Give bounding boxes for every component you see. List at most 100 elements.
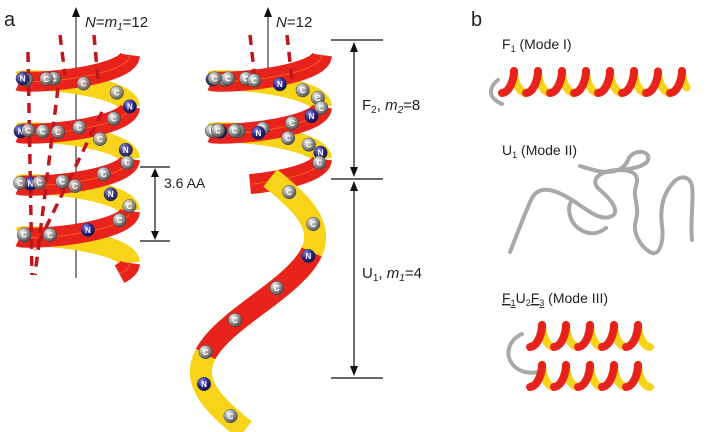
atom-symbol: N bbox=[277, 80, 283, 89]
hbond-dash bbox=[285, 34, 294, 81]
atom-symbol: N bbox=[18, 127, 24, 136]
pitch-bracket bbox=[140, 166, 170, 242]
carbon-atom: C bbox=[72, 120, 87, 135]
folded-segment-label: F2, m2=8 bbox=[362, 97, 420, 116]
atom-symbol: C bbox=[215, 126, 221, 135]
atom-symbol: C bbox=[101, 170, 107, 179]
carbon-atom: C bbox=[306, 216, 321, 231]
right-axis-arrowhead bbox=[264, 7, 272, 17]
mode-3-helix-bottom bbox=[526, 361, 654, 391]
carbon-atom: C bbox=[284, 116, 299, 131]
nitrogen-atom: N bbox=[15, 71, 30, 86]
carbon-atom: C bbox=[227, 123, 242, 138]
mode-3-helix-bottom-front bbox=[598, 361, 618, 391]
atom-symbol: C bbox=[318, 104, 324, 113]
hbond-dash bbox=[248, 34, 257, 81]
right-helix-count-label: N=12 bbox=[276, 14, 312, 31]
atom-symbol: C bbox=[97, 135, 103, 144]
carbon-atom: C bbox=[122, 199, 137, 214]
atom-symbol: C bbox=[315, 94, 321, 103]
mode-3-helix-bottom-front bbox=[526, 361, 546, 391]
segment-brackets bbox=[331, 39, 383, 379]
atom-symbol: N bbox=[256, 129, 262, 138]
unfolded-tail-front bbox=[195, 247, 322, 360]
nitrogen-atom: N bbox=[103, 187, 118, 202]
atom-symbol: C bbox=[225, 74, 231, 83]
carbon-atom: C bbox=[112, 213, 127, 228]
nitrogen-atom: N bbox=[272, 77, 287, 92]
atom-symbol: C bbox=[300, 86, 306, 95]
mode-3-helix-top-front bbox=[526, 321, 546, 351]
left-helix-atoms: CCNCCCNCCCNCCCNCCCNCCCNCCNCCC bbox=[13, 71, 137, 243]
atom-symbol: C bbox=[126, 202, 132, 211]
atom-symbol: C bbox=[274, 284, 280, 293]
carbon-atom: C bbox=[21, 123, 36, 138]
carbon-atom: C bbox=[51, 124, 66, 139]
atom-symbol: C bbox=[51, 74, 57, 83]
mode-1-helix bbox=[489, 67, 691, 106]
atom-symbol: C bbox=[212, 75, 218, 84]
atom-symbol: N bbox=[28, 180, 34, 189]
mode-3-label: F1U2F3 (Mode III) bbox=[502, 290, 608, 308]
mode-1-helix-front bbox=[570, 67, 590, 97]
mode-1-helix-front bbox=[522, 67, 542, 97]
hbond-dash bbox=[58, 34, 67, 76]
carbon-atom: C bbox=[228, 313, 243, 328]
atom-symbol: C bbox=[40, 127, 46, 136]
atom-symbol: C bbox=[47, 231, 53, 240]
pitch-label: 3.6 AA bbox=[164, 175, 206, 191]
atom-symbol: N bbox=[201, 380, 207, 389]
carbon-atom: C bbox=[207, 71, 222, 86]
carbon-atom: C bbox=[223, 409, 238, 424]
atom-symbol: C bbox=[111, 115, 117, 124]
atom-symbol: N bbox=[108, 190, 114, 199]
mode-3-helix-bottom-front bbox=[622, 361, 642, 391]
carbon-atom: C bbox=[314, 100, 329, 115]
atom-symbol: C bbox=[25, 126, 31, 135]
nitrogen-atom: N bbox=[80, 222, 95, 237]
nitrogen-atom: N bbox=[197, 377, 212, 392]
panel-b-label: b bbox=[471, 9, 482, 31]
mode-3-helix-bottom-front bbox=[574, 361, 594, 391]
carbon-atom: C bbox=[198, 345, 213, 360]
atom-symbol: C bbox=[228, 412, 234, 421]
atom-symbol: N bbox=[20, 75, 26, 84]
atom-symbol: C bbox=[316, 159, 322, 168]
right-helix: CCNCCCNCCCNCCCNCCCNCCNCCCNCCCNC N=12 F2,… bbox=[189, 7, 422, 432]
carbon-atom: C bbox=[269, 281, 284, 296]
carbon-atom: C bbox=[295, 83, 310, 98]
mode-3-helix-top-front bbox=[598, 321, 618, 351]
mode-3-loop bbox=[506, 332, 540, 375]
carbon-atom: C bbox=[43, 227, 58, 242]
atom-symbol: C bbox=[124, 159, 130, 168]
carbon-atom: C bbox=[281, 131, 296, 146]
carbon-atom: C bbox=[96, 166, 111, 181]
atom-symbol: C bbox=[203, 348, 209, 357]
left-helix: CCNCCCNCCCNCCCNCCCNCCCNCCNCCC N=m1=12 3.… bbox=[10, 7, 206, 283]
atom-symbol: C bbox=[17, 179, 23, 188]
mode-1-helix-front bbox=[618, 67, 638, 97]
atom-symbol: C bbox=[306, 141, 312, 150]
atom-symbol: C bbox=[81, 79, 87, 88]
carbon-atom: C bbox=[32, 175, 47, 190]
mode-1-helix-front bbox=[594, 67, 614, 97]
mode-1-helix-front bbox=[642, 67, 662, 97]
left-helix-count-label: N=m1=12 bbox=[85, 14, 148, 33]
unfolded-segment-label: U1, m1=4 bbox=[362, 265, 422, 284]
carbon-atom: C bbox=[221, 71, 236, 86]
mode-1-label: F1 (Mode I) bbox=[502, 36, 572, 54]
hbond-dash bbox=[33, 87, 60, 276]
carbon-atom: C bbox=[55, 174, 70, 189]
atom-symbol: C bbox=[117, 216, 123, 225]
mode-2-label: U1 (Mode II) bbox=[502, 142, 577, 160]
left-axis-arrowhead bbox=[72, 7, 80, 17]
mode-2-random-coil bbox=[508, 149, 695, 256]
carbon-atom: C bbox=[92, 131, 107, 146]
nitrogen-atom: N bbox=[118, 142, 133, 157]
atom-symbol: C bbox=[59, 178, 65, 187]
carbon-atom: C bbox=[247, 73, 262, 88]
atom-symbol: C bbox=[76, 123, 82, 132]
carbon-atom: C bbox=[210, 123, 225, 138]
hbond-dash bbox=[26, 51, 34, 276]
